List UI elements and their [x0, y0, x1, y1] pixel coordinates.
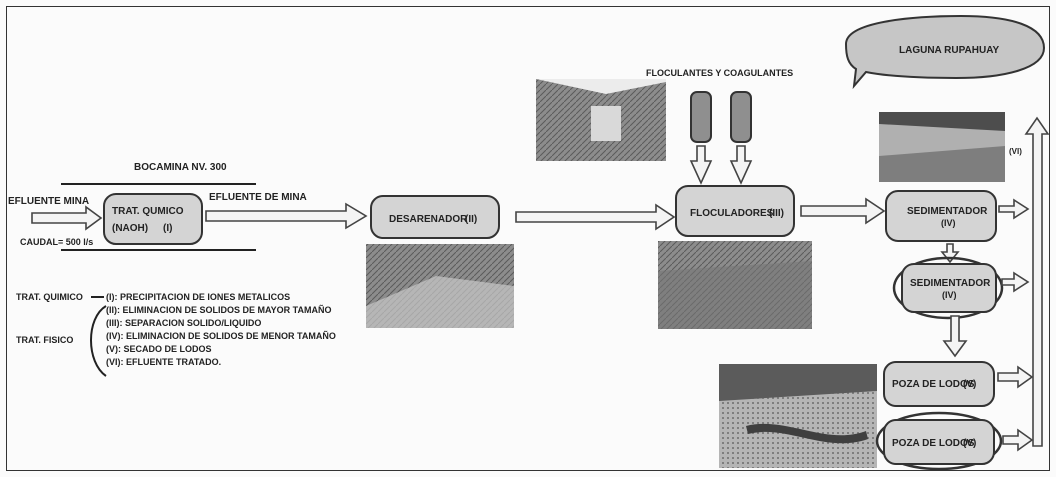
desarenador-box [370, 195, 500, 239]
poza-2-box [883, 419, 995, 465]
desarenador-num: (II) [465, 214, 477, 225]
efluente-mina-label: EFLUENTE MINA [8, 196, 89, 207]
dosing-arrow-1 [689, 145, 713, 185]
floculantes-label: FLOCULANTES Y COAGULANTES [646, 68, 793, 78]
arrow-to-desarenador [205, 202, 368, 230]
poza-2-num: (V) [963, 438, 976, 449]
poza-2-ellipse [875, 411, 1003, 471]
trat-quimico-label: TRAT. QUMICO [112, 206, 184, 217]
input-arrow [31, 205, 103, 231]
legend-brace [90, 305, 107, 377]
poza-1-box [883, 361, 995, 407]
dosing-tank-1 [690, 91, 712, 143]
floculadores-num: (III) [769, 208, 784, 219]
poza-1-label: POZA DE LODOS [892, 379, 975, 390]
dosing-tank-2 [730, 91, 752, 143]
poza1-out-arrow [997, 365, 1034, 389]
arrow-to-sedimentador [800, 197, 886, 225]
laguna-bubble [844, 14, 1046, 90]
sedimentador-2-box [901, 263, 997, 313]
efluente-de-mina-label: EFLUENTE DE MINA [209, 192, 307, 203]
caudal-label: CAUDAL= 500 l/s [20, 237, 93, 247]
desarenador-label: DESARENADOR [389, 214, 468, 225]
vi-tag: (VI) [1009, 147, 1022, 156]
sed2-out-arrow [1001, 271, 1030, 293]
trat-quimico-num: (I) [163, 223, 172, 234]
legend-item-5: (V): SECADO DE LODOS [106, 344, 212, 354]
bocamina-label: BOCAMINA NV. 300 [134, 162, 227, 173]
sedimentador-1-num: (IV) [941, 218, 956, 228]
legend-item-4: (IV): ELIMINACION DE SOLIDOS DE MENOR TA… [106, 331, 336, 341]
process-diagram: BOCAMINA NV. 300 EFLUENTE MINA CAUDAL= 5… [5, 5, 1051, 472]
floculadores-label: FLOCULADORES [690, 208, 774, 219]
poza-1-num: (V) [963, 379, 976, 390]
sedimentador-2-num: (IV) [942, 290, 957, 300]
poza-2-label: POZA DE LODOS [892, 438, 975, 449]
legend-trat-quimico: TRAT. QUIMICO [16, 292, 83, 302]
poza-down-arrow [942, 315, 968, 358]
poza2-out-arrow [1002, 428, 1034, 452]
arrow-to-floculadores [515, 203, 676, 231]
trat-quimico-box [103, 193, 203, 245]
legend-item-6: (VI): EFLUENTE TRATADO. [106, 357, 221, 367]
floculadores-box [675, 185, 795, 237]
sedimentador-2-label: SEDIMENTADOR [910, 278, 991, 289]
sed1-out-arrow [998, 198, 1030, 220]
legend-item-3: (III): SEPARACION SOLIDO/LIQUIDO [106, 318, 261, 328]
sedimentador-1-label: SEDIMENTADOR [907, 206, 988, 217]
legend-item-1: (I): PRECIPITACION DE IONES METALICOS [106, 292, 290, 302]
dosing-arrow-2 [729, 145, 753, 185]
sedimentador-1-box [885, 190, 997, 242]
legend-trat-fisico: TRAT. FISICO [16, 335, 73, 345]
sedimentador-2-ellipse [892, 256, 1004, 320]
vertical-return-arrow [1024, 116, 1050, 447]
legend-item-2: (II): ELIMINACION DE SOLIDOS DE MAYOR TA… [106, 305, 332, 315]
diagram-frame: BOCAMINA NV. 300 EFLUENTE MINA CAUDAL= 5… [5, 5, 1051, 472]
laguna-label: LAGUNA RUPAHUAY [899, 45, 1000, 56]
trat-quimico-sub: (NAOH) [112, 223, 148, 234]
